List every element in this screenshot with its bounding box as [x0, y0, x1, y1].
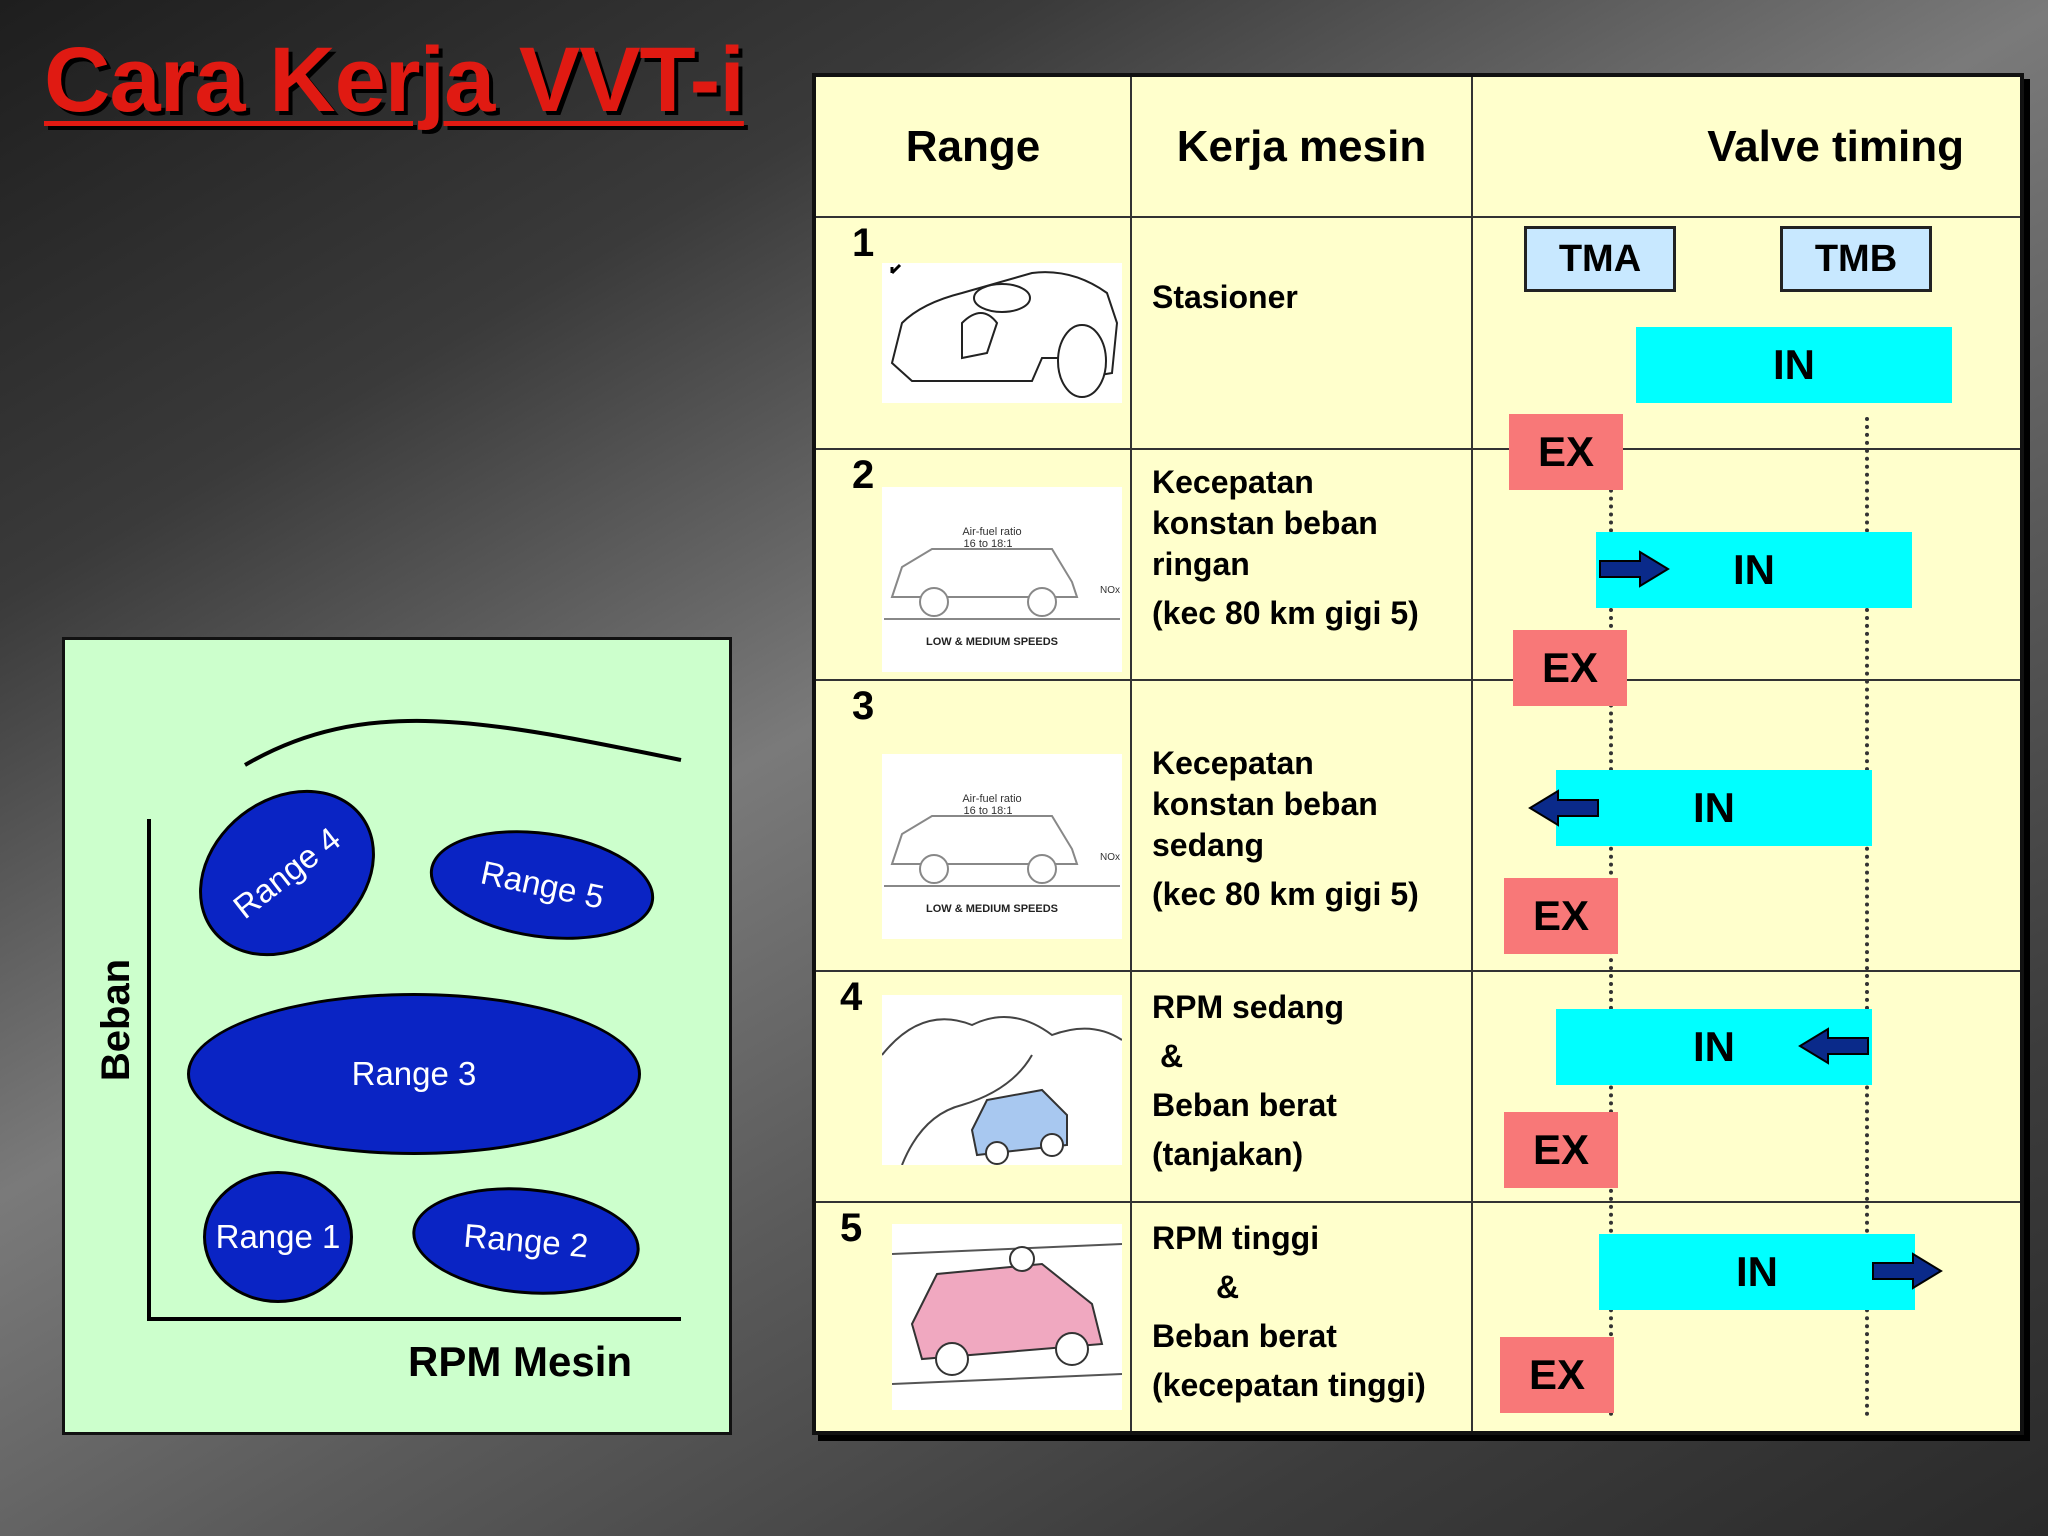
intake-bar: IN	[1636, 327, 1952, 403]
car-side-drawing: Air-fuel ratio 16 to 18:1 NOx LOW & MEDI…	[884, 793, 1120, 915]
tma-box: TMA	[1524, 226, 1676, 292]
arrow-left-icon	[1528, 789, 1599, 827]
desc-line: Stasioner	[1152, 279, 1298, 315]
exhaust-box: EX	[1504, 1112, 1618, 1188]
fast-car-illustration	[891, 1224, 1123, 1410]
intake-bar: IN	[1599, 1234, 1915, 1310]
tmb-box: TMB	[1780, 226, 1932, 292]
desc-line: (kec 80 km gigi 5)	[1152, 595, 1419, 631]
row-number: 1	[852, 221, 875, 265]
range-3-ellipse: Range 3	[187, 993, 641, 1155]
row-number: 2	[852, 453, 875, 497]
nox-label: NOx	[1100, 585, 1120, 596]
af-ratio-label: Air-fuel ratio	[962, 526, 1021, 538]
row-divider	[816, 448, 2020, 450]
exhaust-box: EX	[1509, 414, 1623, 490]
desc-line: &	[1216, 1269, 1240, 1305]
arrow-right-icon	[1872, 1252, 1943, 1290]
column-divider	[1130, 77, 1132, 1431]
tmb-dotted-line	[1865, 417, 1869, 1417]
car-interior-drawing	[890, 263, 1119, 398]
speeds-label: LOW & MEDIUM SPEEDS	[926, 636, 1058, 648]
range-5-label: Range 5	[477, 853, 607, 916]
page-title: Cara Kerja VVT-i	[44, 29, 745, 131]
cruise-car-illustration: Air-fuel ratio 16 to 18:1 NOx LOW & MEDI…	[882, 487, 1122, 672]
arrow-right-icon	[1599, 550, 1670, 588]
uphill-car-illustration	[881, 995, 1123, 1166]
arrow-left-icon	[1798, 1027, 1869, 1065]
desc-line: (tanjakan)	[1152, 1136, 1304, 1172]
nox-label: NOx	[1100, 852, 1120, 863]
map-axes	[147, 718, 682, 1321]
desc-line: &	[1160, 1038, 1184, 1074]
intake-bar: IN	[1556, 770, 1872, 846]
row-1-description: Stasioner	[1152, 277, 1298, 318]
row-divider	[816, 970, 2020, 972]
range-1-ellipse: Range 1	[203, 1171, 353, 1303]
row-2-description: Kecepatan konstan beban ringan (kec 80 k…	[1152, 462, 1419, 634]
header-kerja-mesin: Kerja mesin	[1176, 122, 1427, 171]
header-valve-timing: Valve timing	[1707, 122, 1964, 171]
desc-line: Kecepatan	[1152, 745, 1314, 781]
desc-line: konstan beban	[1152, 505, 1378, 541]
range-3-label: Range 3	[351, 1055, 477, 1092]
af-ratio-label: Air-fuel ratio	[962, 793, 1021, 805]
row-5-description: RPM tinggi & Beban berat (kecepatan ting…	[1152, 1214, 1426, 1410]
desc-line: Beban berat	[1152, 1087, 1337, 1123]
desc-line: ringan	[1152, 546, 1250, 582]
hill-road-drawing	[881, 1016, 1123, 1166]
fast-car-drawing	[891, 1243, 1123, 1385]
exhaust-box: EX	[1500, 1337, 1614, 1413]
desc-line: Beban berat	[1152, 1318, 1337, 1354]
x-axis-label: RPM Mesin	[407, 1338, 633, 1385]
row-number: 5	[840, 1206, 863, 1250]
desc-line: (kecepatan tinggi)	[1152, 1367, 1426, 1403]
desc-line: sedang	[1152, 827, 1265, 863]
range-1-label: Range 1	[215, 1218, 341, 1255]
range-2-label: Range 2	[462, 1216, 590, 1265]
car-side-drawing: Air-fuel ratio 16 to 18:1 NOx LOW & MEDI…	[884, 526, 1120, 648]
row-3-description: Kecepatan konstan beban sedang (kec 80 k…	[1152, 743, 1419, 915]
row-divider	[816, 216, 2020, 218]
desc-line: Kecepatan	[1152, 464, 1314, 500]
column-divider	[1471, 77, 1473, 1431]
row-divider	[816, 679, 2020, 681]
desc-line: RPM tinggi	[1152, 1220, 1320, 1256]
speeds-label: LOW & MEDIUM SPEEDS	[926, 903, 1058, 915]
af-value-label: 16 to 18:1	[964, 805, 1013, 817]
row-4-description: RPM sedang & Beban berat (tanjakan)	[1152, 983, 1344, 1179]
row-divider	[816, 1201, 2020, 1203]
y-axis-label: Beban	[94, 958, 138, 1082]
exhaust-box: EX	[1513, 630, 1627, 706]
exhaust-box: EX	[1504, 878, 1618, 954]
operating-range-map: Range 4 Range 5 Range 3 Range 1 Range 2	[62, 637, 732, 1435]
header-range: Range	[905, 122, 1041, 171]
max-load-curve	[243, 718, 682, 767]
desc-line: RPM sedang	[1152, 989, 1345, 1025]
row-number: 4	[840, 975, 863, 1019]
row-number: 3	[852, 684, 875, 728]
range-4-label: Range 4	[226, 819, 348, 926]
valve-timing-table: Range Kerja mesin Valve timing 1 2 3 4 5…	[812, 73, 2024, 1435]
cruise-car-illustration: Air-fuel ratio 16 to 18:1 NOx LOW & MEDI…	[882, 754, 1122, 939]
desc-line: (kec 80 km gigi 5)	[1152, 876, 1419, 912]
idle-car-illustration	[882, 263, 1122, 403]
af-value-label: 16 to 18:1	[964, 538, 1013, 550]
desc-line: konstan beban	[1152, 786, 1378, 822]
